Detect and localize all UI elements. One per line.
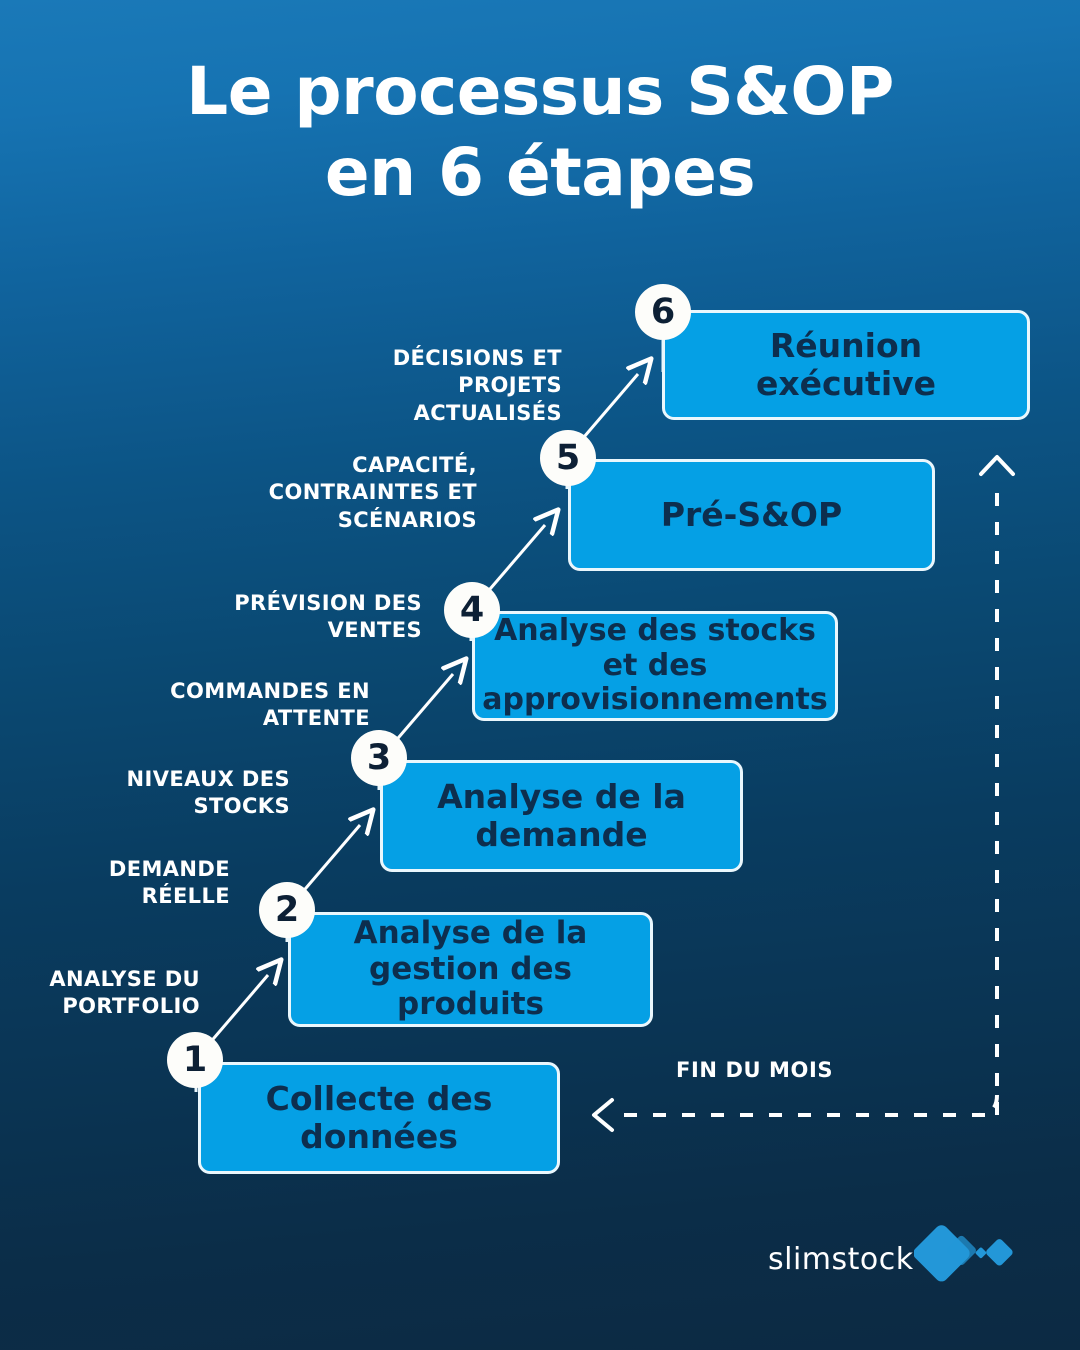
- cycle-corner: [976, 1094, 999, 1117]
- step-box-3[interactable]: Analyse de la demande: [380, 760, 743, 872]
- input-arrow-5: [576, 374, 638, 445]
- input-arrow-2: [298, 825, 360, 896]
- brand-logo-diamond-icon: [913, 1225, 1013, 1282]
- step-box-2-label: Analyse de la gestion des produits: [353, 914, 588, 1023]
- input-label-portfolio: ANALYSE DU PORTFOLIO: [49, 967, 200, 1019]
- step-box-1[interactable]: Collecte des données: [198, 1062, 560, 1174]
- step-box-4-label: Analyse des stocks et des approvisionnem…: [482, 612, 828, 718]
- step-box-1-label: Collecte des données: [265, 1078, 493, 1156]
- step-box-2[interactable]: Analyse de la gestion des produits: [288, 912, 653, 1027]
- page-title: Le processus S&OP en 6 étapes: [0, 52, 1080, 213]
- step-box-5-label: Pré-S&OP: [660, 494, 843, 534]
- page-title-line-2: en 6 étapes: [324, 133, 756, 211]
- step-number-2: 2: [259, 882, 315, 938]
- input-arrow-4: [482, 525, 545, 597]
- input-label-sales-forecast: PRÉVISION DES VENTES: [234, 591, 422, 643]
- input-arrow-1: [206, 975, 268, 1046]
- step-number-6: 6: [635, 284, 691, 340]
- brand-logo-wordmark: slimstock: [768, 1241, 914, 1277]
- input-label-pending-orders: COMMANDES EN ATTENTE: [170, 679, 370, 731]
- step-number-1: 1: [167, 1032, 223, 1088]
- input-label-real-demand: DEMANDE RÉELLE: [108, 857, 230, 909]
- cycle-caption: FIN DU MOIS: [676, 1058, 834, 1082]
- step-box-3-label: Analyse de la demande: [437, 776, 686, 854]
- page-title-line-1: Le processus S&OP: [186, 53, 894, 130]
- brand-logo: slimstock: [768, 1218, 1018, 1300]
- step-box-6-label: Réunion exécutive: [755, 325, 937, 403]
- input-label-decisions-projects: DÉCISIONS ET PROJETS ACTUALISÉS: [392, 346, 562, 425]
- step-number-5: 5: [540, 430, 596, 486]
- step-box-4[interactable]: Analyse des stocks et des approvisionnem…: [472, 611, 838, 721]
- input-label-capacity-constraints: CAPACITÉ, CONTRAINTES ET SCÉNARIOS: [268, 453, 477, 532]
- input-label-stock-levels: NIVEAUX DES STOCKS: [126, 767, 290, 819]
- step-number-4: 4: [444, 582, 500, 638]
- step-box-6[interactable]: Réunion exécutive: [662, 310, 1030, 420]
- input-arrow-3: [391, 674, 453, 745]
- cycle-arrowhead-left: [592, 1098, 614, 1132]
- cycle-arrowhead-up: [979, 455, 1015, 476]
- step-box-5[interactable]: Pré-S&OP: [568, 459, 935, 571]
- step-number-3: 3: [351, 730, 407, 786]
